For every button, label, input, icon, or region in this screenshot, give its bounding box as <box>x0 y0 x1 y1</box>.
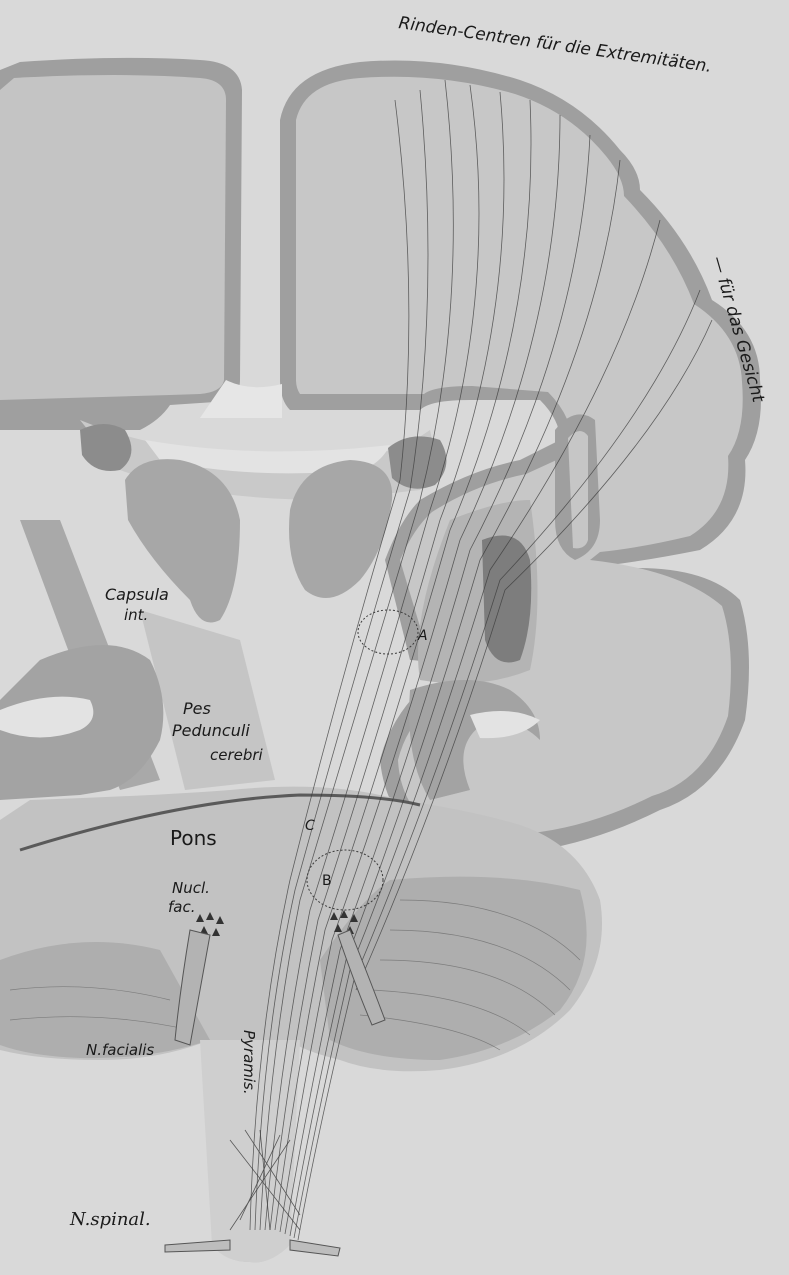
marker-b: B <box>322 873 332 889</box>
label-pyramis: Pyramis. <box>240 1030 258 1095</box>
label-capsula: Capsula <box>105 585 169 604</box>
label-pes: Pes <box>183 699 211 718</box>
marker-c: C <box>305 818 315 834</box>
label-capsula-int: int. <box>124 606 148 624</box>
label-fac: fac. <box>168 898 196 916</box>
left-hemisphere <box>0 58 242 430</box>
label-pedunculi: Pedunculi <box>172 721 250 740</box>
label-nucl: Nucl. <box>172 879 210 897</box>
marker-a: A <box>417 628 428 644</box>
label-n-spinal: N.spinal. <box>69 1209 151 1230</box>
right-callosum-end <box>388 436 446 488</box>
label-n-facialis: N.facialis <box>86 1041 154 1059</box>
label-pons: Pons <box>170 826 217 850</box>
label-cerebri: cerebri <box>210 746 264 764</box>
